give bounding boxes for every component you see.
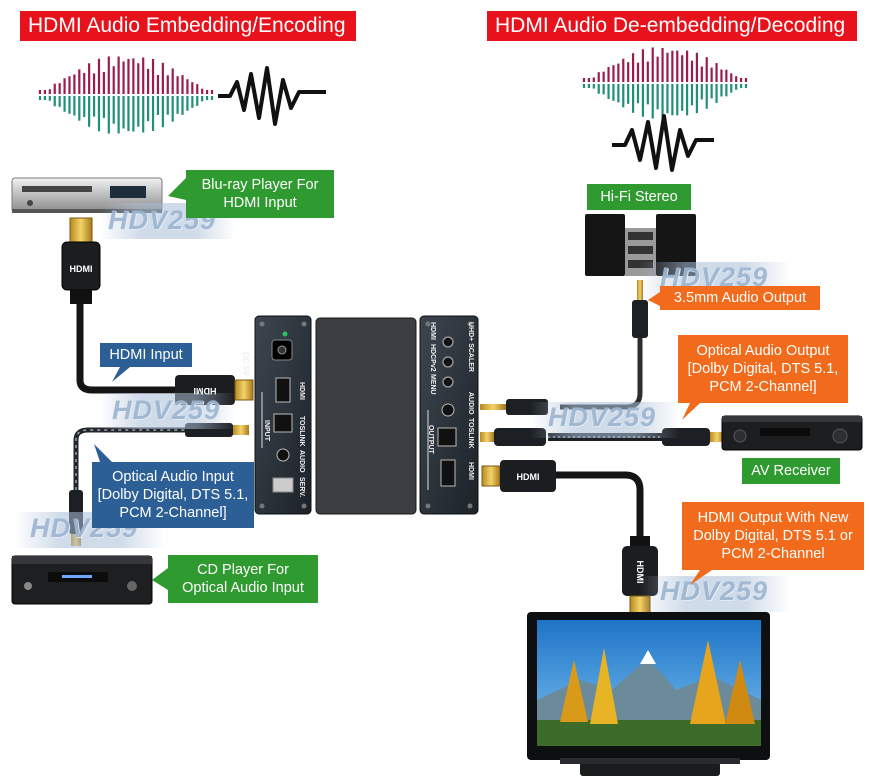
watermark: HDV259 bbox=[660, 576, 769, 606]
label-line: 3.5mm Audio Output bbox=[673, 290, 807, 306]
label-line: Optical Audio Input bbox=[182, 580, 304, 596]
hdmi-cable-input bbox=[76, 300, 175, 394]
svg-text:HDMI: HDMI bbox=[517, 472, 540, 482]
label-line: HDMI Output With New bbox=[697, 510, 849, 526]
hifi-stereo bbox=[585, 214, 696, 276]
label-line: PCM 2-Channel] bbox=[119, 505, 227, 521]
label-hdmi-input: HDMI Input bbox=[100, 343, 192, 367]
label-hifi: Hi-Fi Stereo bbox=[587, 184, 691, 210]
watermark: HDV259 bbox=[112, 395, 221, 425]
watermark-bar bbox=[100, 393, 235, 429]
label-optical-output: Optical Audio Output [Dolby Digital, DTS … bbox=[678, 335, 848, 403]
label-line: Blu-ray Player For bbox=[201, 177, 319, 193]
label-line: HDMI Input bbox=[109, 347, 183, 363]
title-embedding: HDMI Audio Embedding/Encoding bbox=[20, 11, 356, 41]
signal-zigzag-left bbox=[218, 66, 326, 126]
label-line: Optical Audio Output bbox=[696, 343, 830, 359]
label-line: PCM 2-Channel bbox=[721, 546, 825, 562]
hdmi-cable-output bbox=[550, 471, 644, 540]
av-receiver bbox=[721, 415, 863, 451]
label-line: Optical Audio Input bbox=[112, 469, 234, 485]
svg-text:HDMI: HDMI bbox=[194, 386, 217, 396]
label-line: PCM 2-Channel] bbox=[709, 379, 817, 395]
label-line: [Dolby Digital, DTS 5.1, bbox=[687, 361, 839, 377]
watermark-bar bbox=[530, 402, 680, 438]
cd-player bbox=[11, 555, 153, 605]
television bbox=[527, 612, 770, 776]
label-line: AV Receiver bbox=[751, 463, 831, 479]
converter-input-panel bbox=[254, 315, 312, 515]
svg-text:HDMI: HDMI bbox=[635, 561, 645, 584]
watermark-bar bbox=[640, 576, 790, 612]
label-line: [Dolby Digital, DTS 5.1, bbox=[97, 487, 249, 503]
label-line: CD Player For bbox=[197, 562, 289, 578]
label-line: Hi-Fi Stereo bbox=[600, 189, 678, 205]
label-av-receiver: AV Receiver bbox=[742, 458, 840, 484]
hdmi-plug-bluray: HDMI bbox=[61, 217, 101, 304]
hdmi-plug-output: HDMI bbox=[481, 460, 556, 492]
converter-top bbox=[315, 317, 417, 515]
waveform-right bbox=[582, 47, 748, 119]
title-deembedding: HDMI Audio De-embedding/Decoding bbox=[487, 11, 857, 41]
converter-output-panel bbox=[419, 315, 479, 515]
signal-zigzag-right bbox=[612, 114, 714, 172]
label-line: HDMI Input bbox=[223, 195, 297, 211]
waveform-left bbox=[38, 56, 214, 134]
label-line: Dolby Digital, DTS 5.1 or bbox=[693, 528, 853, 544]
label-audio-35: 3.5mm Audio Output bbox=[660, 286, 820, 310]
svg-text:HDMI: HDMI bbox=[70, 264, 93, 274]
label-optical-input: Optical Audio Input [Dolby Digital, DTS 5… bbox=[92, 462, 254, 528]
watermark: HDV259 bbox=[548, 402, 657, 432]
